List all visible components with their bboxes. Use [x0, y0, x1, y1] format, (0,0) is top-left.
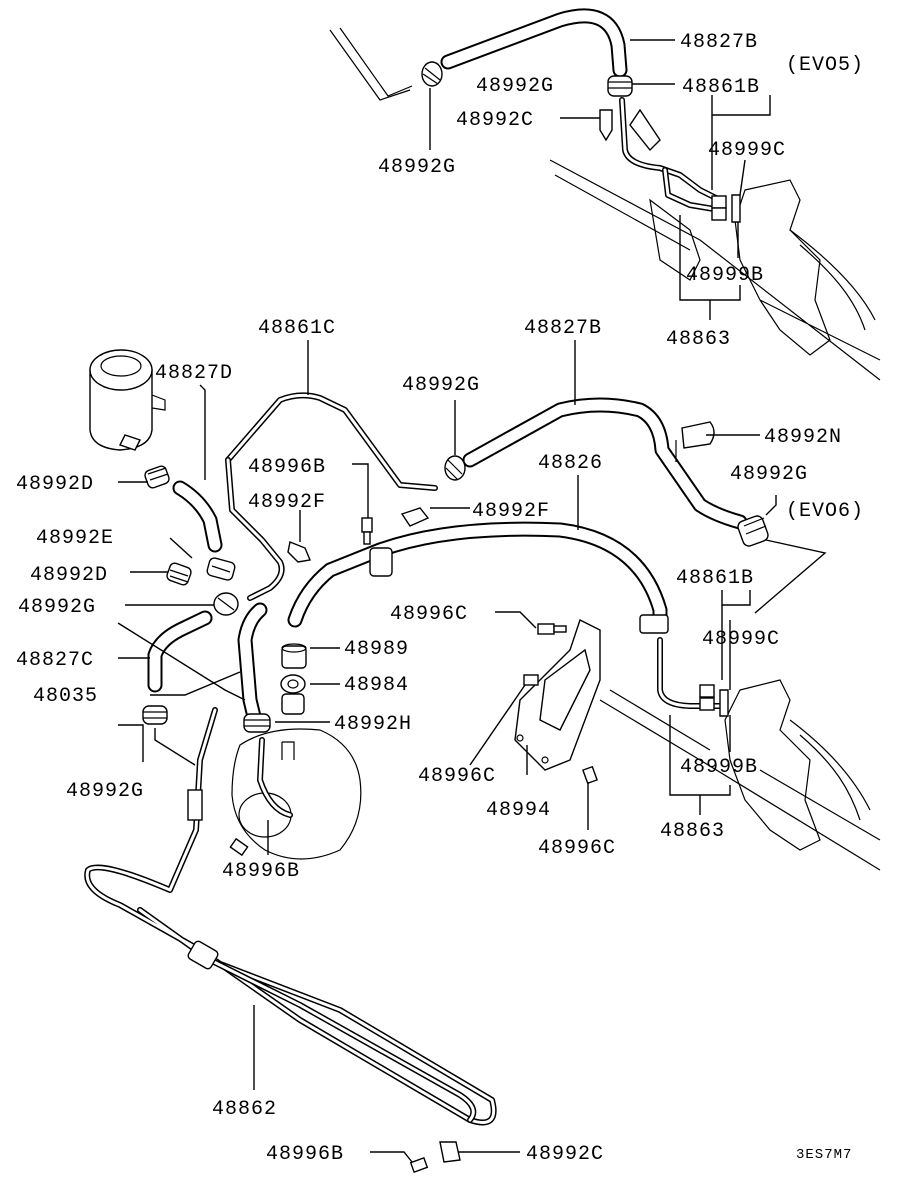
- part-number-label: 48827B: [524, 317, 602, 340]
- part-number-label: 48992G: [378, 156, 456, 179]
- bolt-icon: [523, 674, 539, 686]
- evo5-inset: [329, 8, 881, 381]
- part-number-label: 48992G: [476, 75, 554, 98]
- hose-clamp-icon: [421, 61, 443, 87]
- part-number-label: 48994: [486, 799, 551, 822]
- washer-icon: [280, 674, 306, 694]
- hose-clamp-icon: [607, 75, 633, 97]
- hose-clamp-icon: [166, 562, 192, 586]
- part-number-label: 48992G: [730, 463, 808, 486]
- part-number-label: 48992G: [18, 596, 96, 619]
- hose-clamp-icon: [142, 705, 168, 725]
- steering-gear-icon: [599, 679, 881, 871]
- bolt-icon: [361, 517, 373, 545]
- part-number-label: 48992D: [16, 473, 94, 496]
- part-number-label: 48861C: [258, 317, 336, 340]
- part-labels: 48827B (EVO5) 48992G 48861B 48992C 48999…: [16, 31, 864, 1166]
- rubber-mount-icon: [281, 693, 305, 715]
- part-number-label: 48984: [344, 674, 409, 697]
- part-number-label: 48992N: [764, 426, 842, 449]
- part-number-label: 48999C: [702, 628, 780, 651]
- part-number-label: 48826: [538, 452, 603, 475]
- part-number-label: 48035: [33, 685, 98, 708]
- part-number-label: 48989: [344, 638, 409, 661]
- part-number-label: 48863: [666, 328, 731, 351]
- part-number-label: 48992F: [248, 491, 326, 514]
- rubber-mount-icon: [281, 643, 307, 669]
- part-number-label: 48863: [660, 820, 725, 843]
- variant-label-evo5: (EVO5): [786, 54, 864, 77]
- part-number-label: 48992F: [472, 500, 550, 523]
- part-number-label: 48992G: [402, 374, 480, 397]
- leader-lines: [117, 39, 827, 1163]
- part-number-label: 48996B: [248, 456, 326, 479]
- part-number-label: 48999B: [680, 756, 758, 779]
- part-number-label: 48992E: [36, 527, 114, 550]
- part-number-label: 48861B: [676, 567, 754, 590]
- part-number-label: 48999C: [708, 139, 786, 162]
- return-pipe-icon: [84, 707, 497, 1126]
- part-number-label: 48827B: [680, 31, 758, 54]
- part-number-label: 48996B: [222, 860, 300, 883]
- part-number-label: 48996C: [538, 837, 616, 860]
- part-number-label: 48992C: [456, 109, 534, 132]
- part-number-label: 48992D: [30, 564, 108, 587]
- hose-clamp-icon: [243, 713, 271, 733]
- part-number-label: 48827C: [16, 649, 94, 672]
- part-number-label: 48992H: [334, 713, 412, 736]
- hose-clamp-icon: [444, 455, 466, 481]
- bracket-icon: [514, 619, 601, 771]
- hose-clamp-icon: [213, 592, 239, 616]
- bolt-icon: [409, 1157, 429, 1173]
- hose-clamp-icon: [206, 557, 236, 581]
- part-number-label: 48996C: [418, 765, 496, 788]
- clip-icon: [439, 1141, 461, 1163]
- part-number-label: 48827D: [155, 362, 233, 385]
- part-number-label: 48996C: [390, 603, 468, 626]
- part-number-label: 48861B: [682, 76, 760, 99]
- reservoir-tank-icon: [89, 349, 166, 451]
- bolt-icon: [537, 623, 567, 635]
- part-number-label: 48992G: [66, 780, 144, 803]
- hose-clip-icon: [675, 421, 715, 462]
- part-number-label: 48862: [212, 1098, 277, 1121]
- power-steering-pump-icon: [231, 728, 362, 860]
- bolt-icon: [582, 765, 598, 785]
- part-number-label: 48996B: [266, 1143, 344, 1166]
- hose-clamp-icon: [737, 515, 769, 547]
- part-number-label: 48999B: [686, 264, 764, 287]
- diagram-reference-code: 3ES7M7: [796, 1147, 852, 1163]
- variant-label-evo6: (EVO6): [786, 500, 864, 523]
- bolt-icon: [229, 837, 249, 857]
- part-number-label: 48992C: [526, 1143, 604, 1166]
- hose-clamp-icon: [144, 465, 170, 489]
